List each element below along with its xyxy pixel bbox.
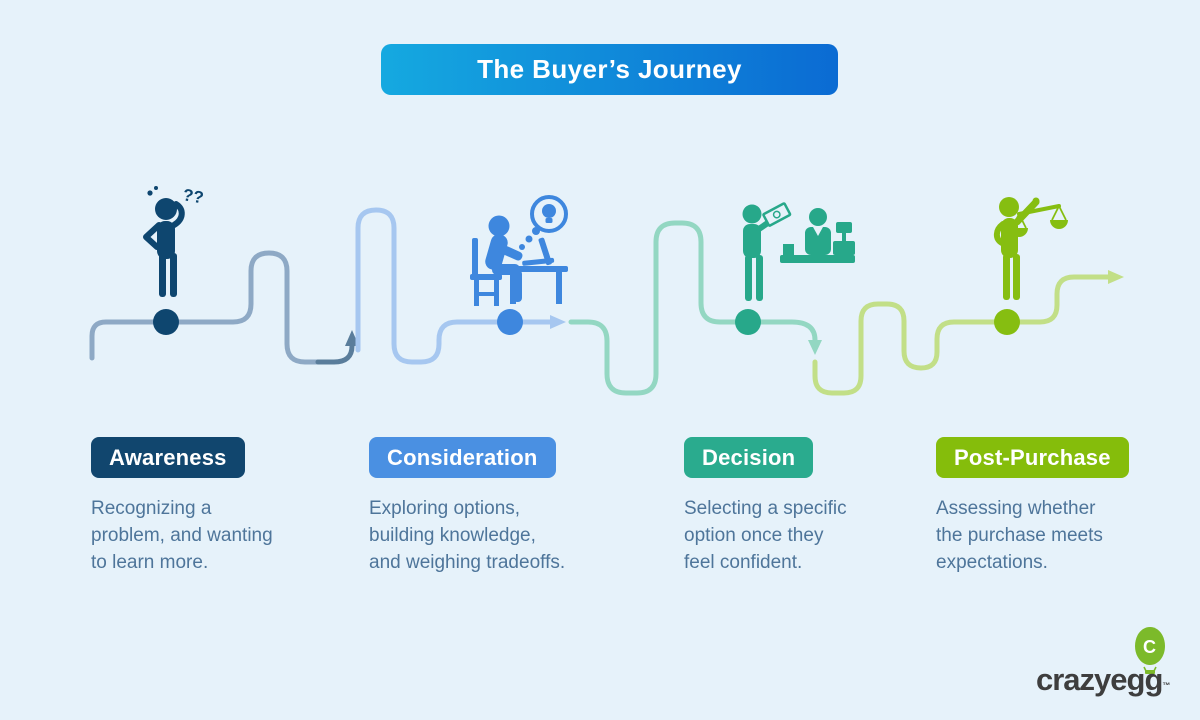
journey-dot-consideration bbox=[497, 309, 523, 335]
crazyegg-logo: C crazyegg™ bbox=[1036, 626, 1176, 701]
confused-person-icon: ?? bbox=[143, 185, 205, 297]
stage-description-postpurchase: Assessing whether the purchase meets exp… bbox=[936, 498, 1103, 573]
stage-column-postpurchase: Post-Purchase Assessing whether the purc… bbox=[936, 437, 1141, 576]
journey-dot-postpurchase bbox=[994, 309, 1020, 335]
stage-badge-consideration: Consideration bbox=[369, 437, 556, 478]
person-researching-laptop-icon bbox=[470, 195, 568, 306]
journey-dot-awareness bbox=[153, 309, 179, 335]
stage-description-awareness: Recognizing a problem, and wanting to le… bbox=[91, 498, 273, 573]
stage-description-consideration: Exploring options, building knowledge, a… bbox=[369, 498, 566, 573]
trademark-symbol: ™ bbox=[1162, 681, 1171, 690]
path-segment-awareness bbox=[89, 250, 321, 365]
path-segment-postpurchase bbox=[812, 274, 1111, 396]
path-segment-awareness-tail bbox=[315, 341, 355, 365]
stage-badge-awareness: Awareness bbox=[91, 437, 245, 478]
crazyegg-balloon-icon: C bbox=[1135, 627, 1165, 674]
stage-badge-decision: Decision bbox=[684, 437, 814, 478]
arrow-right-end-icon bbox=[1108, 270, 1124, 284]
stage-description-decision: Selecting a specific option once they fe… bbox=[684, 498, 847, 573]
svg-text:C: C bbox=[1143, 637, 1156, 657]
arrow-down-icon bbox=[808, 340, 822, 355]
checkout-purchase-icon bbox=[742, 202, 855, 301]
journey-dot-decision bbox=[735, 309, 761, 335]
svg-text:??: ?? bbox=[181, 185, 205, 207]
crazyegg-wordmark: crazyegg™ bbox=[1036, 662, 1171, 697]
person-with-scales-icon bbox=[993, 197, 1068, 300]
stage-column-consideration: Consideration Exploring options, buildin… bbox=[369, 437, 589, 576]
path-segment-decision bbox=[568, 220, 818, 396]
arrow-right-icon bbox=[550, 315, 566, 329]
stage-column-decision: Decision Selecting a specific option onc… bbox=[684, 437, 884, 576]
stage-badge-postpurchase: Post-Purchase bbox=[936, 437, 1129, 478]
stage-column-awareness: Awareness Recognizing a problem, and wan… bbox=[91, 437, 301, 576]
title-banner: The Buyer’s Journey bbox=[381, 44, 838, 95]
path-segment-consideration bbox=[355, 207, 553, 365]
page-title: The Buyer’s Journey bbox=[477, 54, 742, 84]
